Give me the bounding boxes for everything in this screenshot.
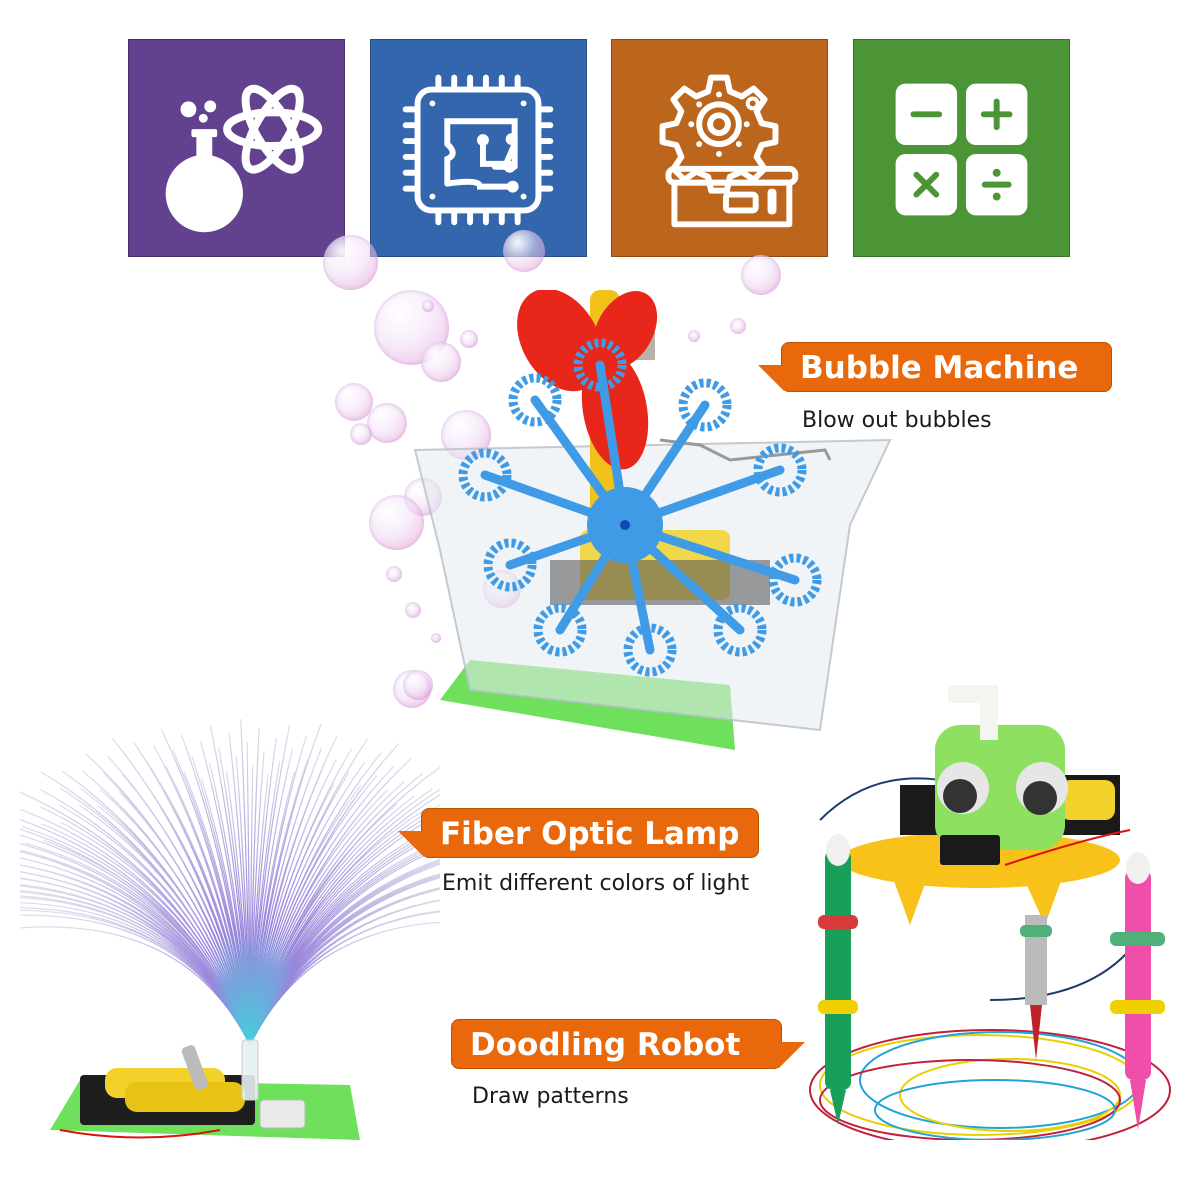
bubble-machine-title-tag: Bubble Machine [758,342,1112,392]
fiber-optic-lamp-title: Fiber Optic Lamp [440,816,740,852]
science-tile [128,39,345,257]
gear-machine-icon [659,74,799,228]
doodling-robot-title-tag: Doodling Robot [451,1019,805,1069]
fiber-optic-lamp-image [0,690,581,1140]
fiber-optic-lamp-subtitle: Emit different colors of light [442,871,750,896]
bubble-machine-subtitle: Blow out bubbles [802,408,992,433]
fiber-optic-lamp-title-tag: Fiber Optic Lamp [398,808,759,858]
doodling-robot-title: Doodling Robot [470,1027,741,1063]
bubble-machine-image [400,288,920,760]
bubble-machine-title: Bubble Machine [800,350,1079,386]
tag-pointer [779,1042,805,1068]
doodling-robot-subtitle: Draw patterns [472,1084,629,1109]
technology-tile [370,39,587,257]
flask-atom-icon [165,84,323,233]
engineering-tile [611,39,828,257]
circuit-chip-icon [402,74,554,226]
doodling-robot-image [780,670,1200,1151]
tag-pointer [398,831,424,857]
math-tile [853,39,1070,257]
tag-pointer [758,365,784,391]
calculator-operators-icon [895,83,1028,216]
